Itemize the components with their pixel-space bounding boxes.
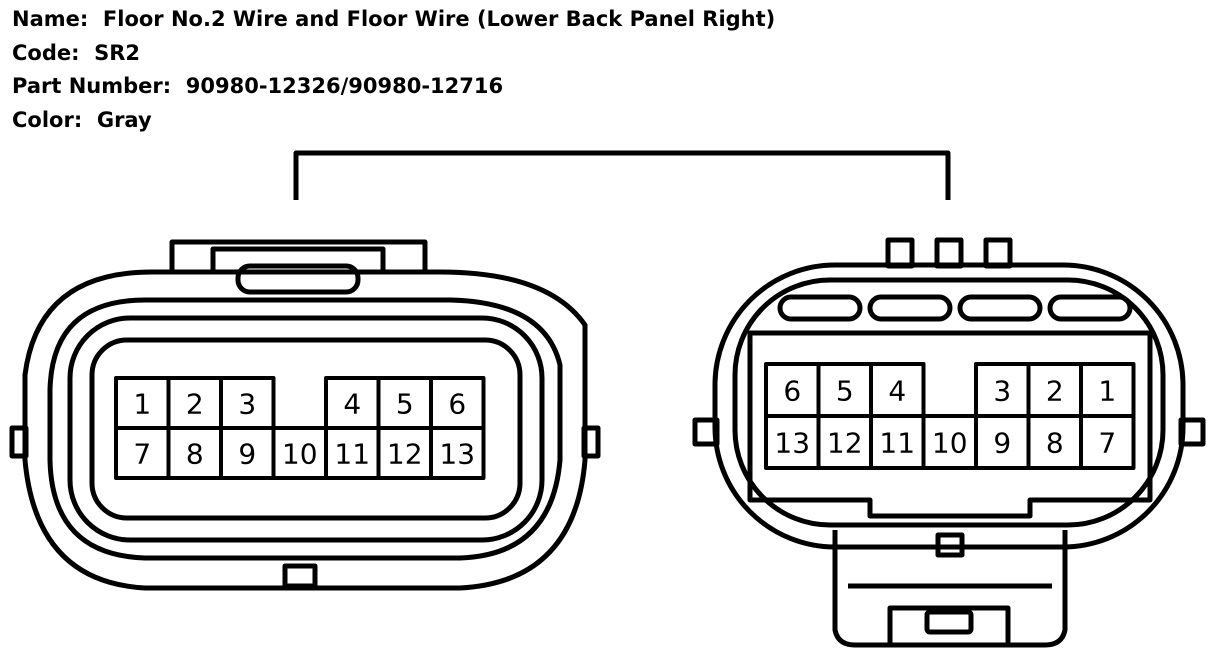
right-pin-4-label: 4: [888, 375, 906, 408]
left-connector-bottom-tab: [282, 563, 318, 589]
right-connector-latch-window-4: [1047, 294, 1133, 322]
right-connector-housing-outer: [712, 262, 1186, 550]
right-pin-5-label: 5: [836, 375, 854, 408]
part-number-value: 90980-12326/90980-12716: [185, 74, 504, 98]
right-pin-13-label: 13: [774, 427, 810, 460]
part-number-label: Part Number:: [12, 74, 172, 98]
right-pin-12-label: 12: [827, 427, 863, 460]
left-connector-top-latch: [169, 239, 428, 272]
right-connector-top-nub-3: [983, 237, 1013, 269]
right-pin-3-label: 3: [993, 375, 1011, 408]
right-pin-12-cell: [816, 414, 873, 470]
left-pin-10-cell: [271, 426, 328, 480]
right-connector-right-tab: [1178, 417, 1206, 447]
right-connector-bottom-neck: [832, 530, 1068, 648]
color-value: Gray: [96, 108, 152, 132]
right-pin-9-cell: [974, 414, 1031, 470]
right-connector-neck-key: [924, 609, 974, 635]
code-label: Code:: [12, 41, 80, 65]
left-pin-4-label: 4: [343, 388, 361, 421]
left-connector-cavity: [89, 337, 523, 521]
left-pin-7-label: 7: [133, 438, 151, 471]
right-pin-7-cell: [1079, 414, 1136, 470]
left-pin-12-label: 12: [387, 438, 423, 471]
right-pin-10-label: 10: [932, 427, 968, 460]
left-connector-housing-inner: [67, 315, 545, 543]
left-pin-9-label: 9: [238, 438, 256, 471]
left-connector-housing-mid: [47, 297, 563, 561]
right-pin-2-label: 2: [1046, 375, 1064, 408]
right-pin-7-label: 7: [1098, 427, 1116, 460]
left-pin-5-label: 5: [396, 388, 414, 421]
left-pin-10-label: 10: [282, 438, 318, 471]
right-connector-latch-window-2: [867, 294, 953, 322]
left-connector-left-tab: [9, 425, 29, 459]
right-pin-11-cell: [869, 414, 926, 470]
left-pin-8-label: 8: [186, 438, 204, 471]
name-value: Floor No.2 Wire and Floor Wire (Lower Ba…: [102, 7, 776, 31]
part-number-line: Part Number: 90980-12326/90980-12716: [12, 74, 503, 98]
right-pin-grid: 6 5 4 3 2 1 13 12 11 10 9 8 7: [764, 362, 1136, 470]
code-value: SR2: [94, 41, 141, 65]
right-pin-9-label: 9: [993, 427, 1011, 460]
left-pin-11-label: 11: [334, 438, 370, 471]
left-pin-11-cell: [324, 426, 381, 480]
left-pin-6-cell: [429, 376, 486, 430]
right-connector-latch-window-1: [777, 294, 863, 322]
color-line: Color: Gray: [12, 108, 152, 132]
right-pin-11-label: 11: [879, 427, 915, 460]
left-connector-housing-outer: [22, 269, 588, 591]
right-pin-6-label: 6: [783, 375, 801, 408]
mating-bracket: [293, 150, 951, 200]
left-pin-2-label: 2: [186, 388, 204, 421]
left-connector-latch-slot: [235, 263, 361, 295]
right-pin-10-cell: [921, 414, 978, 470]
right-pin-1-label: 1: [1098, 375, 1116, 408]
left-connector-inner-latch: [210, 246, 386, 272]
color-label: Color:: [12, 108, 83, 132]
right-connector: 6 5 4 3 2 1 13 12 11 10 9 8 7: [692, 237, 1206, 648]
right-connector-left-tab: [692, 417, 720, 447]
code-line: Code: SR2: [12, 41, 140, 65]
left-pin-1-label: 1: [133, 388, 151, 421]
right-connector-top-nub-1: [885, 237, 915, 269]
left-pin-6-label: 6: [448, 388, 466, 421]
right-pin-8-cell: [1026, 414, 1083, 470]
right-connector-bottom-tab: [935, 532, 965, 558]
name-line: Name: Floor No.2 Wire and Floor Wire (Lo…: [12, 7, 775, 31]
left-pin-3-label: 3: [238, 388, 256, 421]
right-connector-neck-slot: [887, 605, 1011, 645]
right-connector-latch-window-3: [957, 294, 1043, 322]
right-connector-top-nub-2: [934, 237, 964, 269]
name-label: Name:: [12, 7, 89, 31]
right-pin-8-label: 8: [1046, 427, 1064, 460]
left-connector-right-tab: [581, 425, 601, 459]
right-connector-cavity: [747, 330, 1153, 519]
left-pin-13-cell: [429, 426, 486, 480]
left-pin-3-cell: [219, 376, 276, 430]
right-connector-housing-inner: [732, 277, 1166, 528]
left-pin-13-label: 13: [439, 438, 475, 471]
